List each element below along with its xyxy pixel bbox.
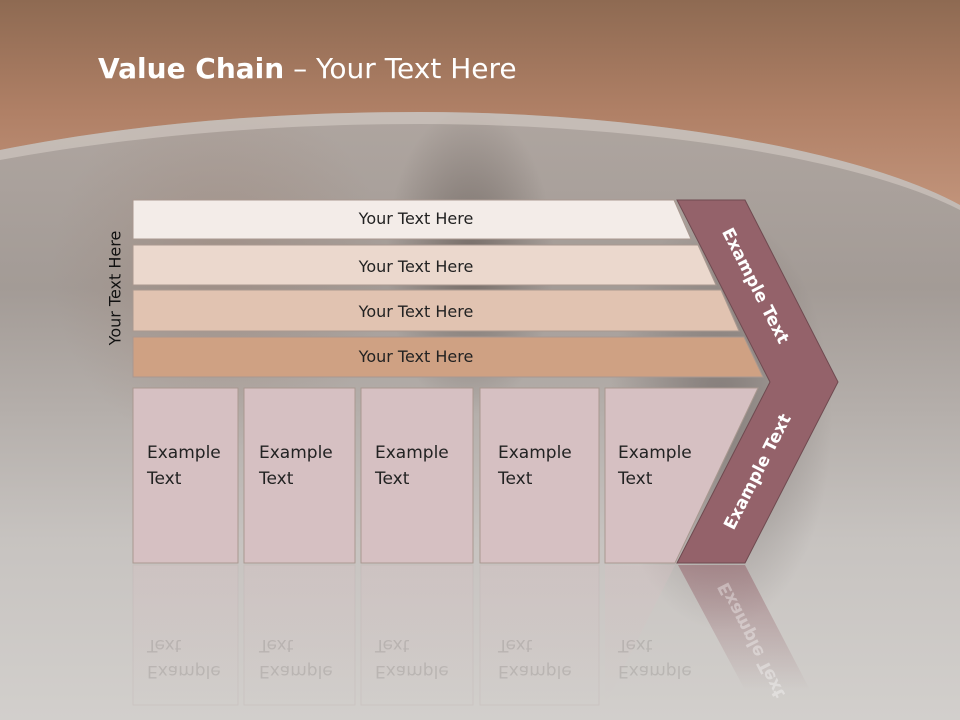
chevron-arrow — [676, 199, 839, 564]
box-2 — [243, 387, 356, 564]
box-1 — [132, 387, 239, 564]
title-bold: Value Chain — [98, 52, 285, 85]
bar-label-1: Your Text Here — [358, 209, 474, 228]
box-4 — [479, 387, 600, 564]
title-rest: – Your Text Here — [284, 52, 517, 85]
bar-label-3: Your Text Here — [358, 302, 474, 321]
slide-title: Value Chain – Your Text Here — [98, 52, 517, 85]
bar-4 — [132, 336, 764, 378]
bar-label-2: Your Text Here — [358, 257, 474, 276]
bar-2 — [132, 244, 717, 286]
box-3 — [360, 387, 474, 564]
box-5 — [604, 387, 759, 564]
title-band — [0, 0, 960, 210]
bar-1 — [132, 199, 692, 240]
bar-3 — [132, 289, 740, 332]
reflection — [132, 564, 810, 706]
bar-label-4: Your Text Here — [358, 347, 474, 366]
